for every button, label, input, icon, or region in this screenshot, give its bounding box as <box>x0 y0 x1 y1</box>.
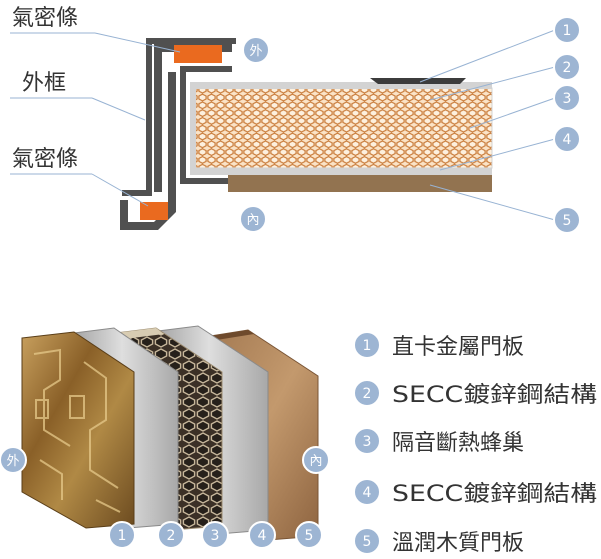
leader-lines <box>91 29 556 221</box>
badge-1-bottom: 1 <box>108 521 136 549</box>
label-frame: 外框 <box>22 71 66 96</box>
svg-text:3: 3 <box>563 91 572 107</box>
inside-badge-top: 內 <box>239 205 267 233</box>
label-seal-top: 氣密條 <box>12 6 78 31</box>
badge-1-top: 1 <box>553 16 581 44</box>
steel-bottom-layer <box>190 168 492 175</box>
exploded-view: 外 內 1 2 3 4 5 <box>0 325 330 549</box>
svg-text:2: 2 <box>167 528 176 544</box>
seal-top <box>174 45 222 63</box>
svg-text:1: 1 <box>118 528 127 544</box>
svg-text:4: 4 <box>363 485 372 501</box>
svg-text:2: 2 <box>363 386 372 402</box>
legend-text-5: 溫潤木質門板 <box>392 531 524 556</box>
svg-text:3: 3 <box>211 528 220 544</box>
svg-text:5: 5 <box>363 534 372 550</box>
badge-5-top: 5 <box>553 206 581 234</box>
honeycomb-layer <box>193 87 493 169</box>
badge-2-bottom: 2 <box>157 521 185 549</box>
badge-3-bottom: 3 <box>201 521 229 549</box>
panel-left-cap <box>190 82 196 175</box>
svg-text:外: 外 <box>249 44 262 59</box>
door-edge-profile <box>180 66 240 184</box>
outer-frame-bar <box>122 38 236 196</box>
badge-5-bottom: 5 <box>295 521 323 549</box>
svg-text:內: 內 <box>309 454 322 469</box>
seal-bottom <box>140 202 168 220</box>
legend-text-2: SECC鍍鋅鋼結構 <box>392 383 597 408</box>
metal-cap-strip <box>370 78 466 84</box>
exploded-layer-metal-door <box>21 331 135 529</box>
svg-text:外: 外 <box>6 454 19 469</box>
legend-item-4: 4 SECC鍍鋅鋼結構 <box>353 478 597 507</box>
svg-text:1: 1 <box>563 23 572 39</box>
outside-badge-top: 外 <box>242 36 270 64</box>
svg-text:內: 內 <box>246 213 259 228</box>
label-seal-bottom: 氣密條 <box>12 147 78 172</box>
cross-section: 氣密條 外框 氣密條 外 內 1 2 3 4 <box>10 6 581 234</box>
svg-text:5: 5 <box>563 213 572 229</box>
outside-badge-bottom: 外 <box>0 446 27 474</box>
svg-text:4: 4 <box>258 528 267 544</box>
legend-item-5: 5 溫潤木質門板 <box>353 527 524 556</box>
wood-layer <box>228 175 492 192</box>
svg-text:3: 3 <box>363 434 372 450</box>
svg-text:2: 2 <box>563 60 572 76</box>
svg-text:4: 4 <box>563 132 572 148</box>
svg-text:1: 1 <box>363 338 372 354</box>
legend-item-1: 1 直卡金屬門板 <box>353 331 524 360</box>
legend-text-4: SECC鍍鋅鋼結構 <box>392 482 597 507</box>
inside-badge-bottom: 內 <box>302 446 330 474</box>
badge-3-top: 3 <box>553 84 581 112</box>
legend: 1 直卡金屬門板 2 SECC鍍鋅鋼結構 3 隔音斷熱蜂巢 4 SECC鍍鋅鋼結… <box>353 331 597 556</box>
legend-item-3: 3 隔音斷熱蜂巢 <box>353 427 524 456</box>
lower-hook <box>120 72 176 230</box>
steel-top-layer <box>190 82 492 89</box>
legend-item-2: 2 SECC鍍鋅鋼結構 <box>353 379 597 408</box>
badge-4-bottom: 4 <box>248 521 276 549</box>
legend-text-3: 隔音斷熱蜂巢 <box>392 431 524 456</box>
badge-4-top: 4 <box>553 125 581 153</box>
metal-door-pattern <box>33 348 121 513</box>
outer-frame <box>152 40 232 192</box>
svg-text:5: 5 <box>305 528 314 544</box>
legend-text-1: 直卡金屬門板 <box>392 335 524 360</box>
badge-2-top: 2 <box>553 53 581 81</box>
